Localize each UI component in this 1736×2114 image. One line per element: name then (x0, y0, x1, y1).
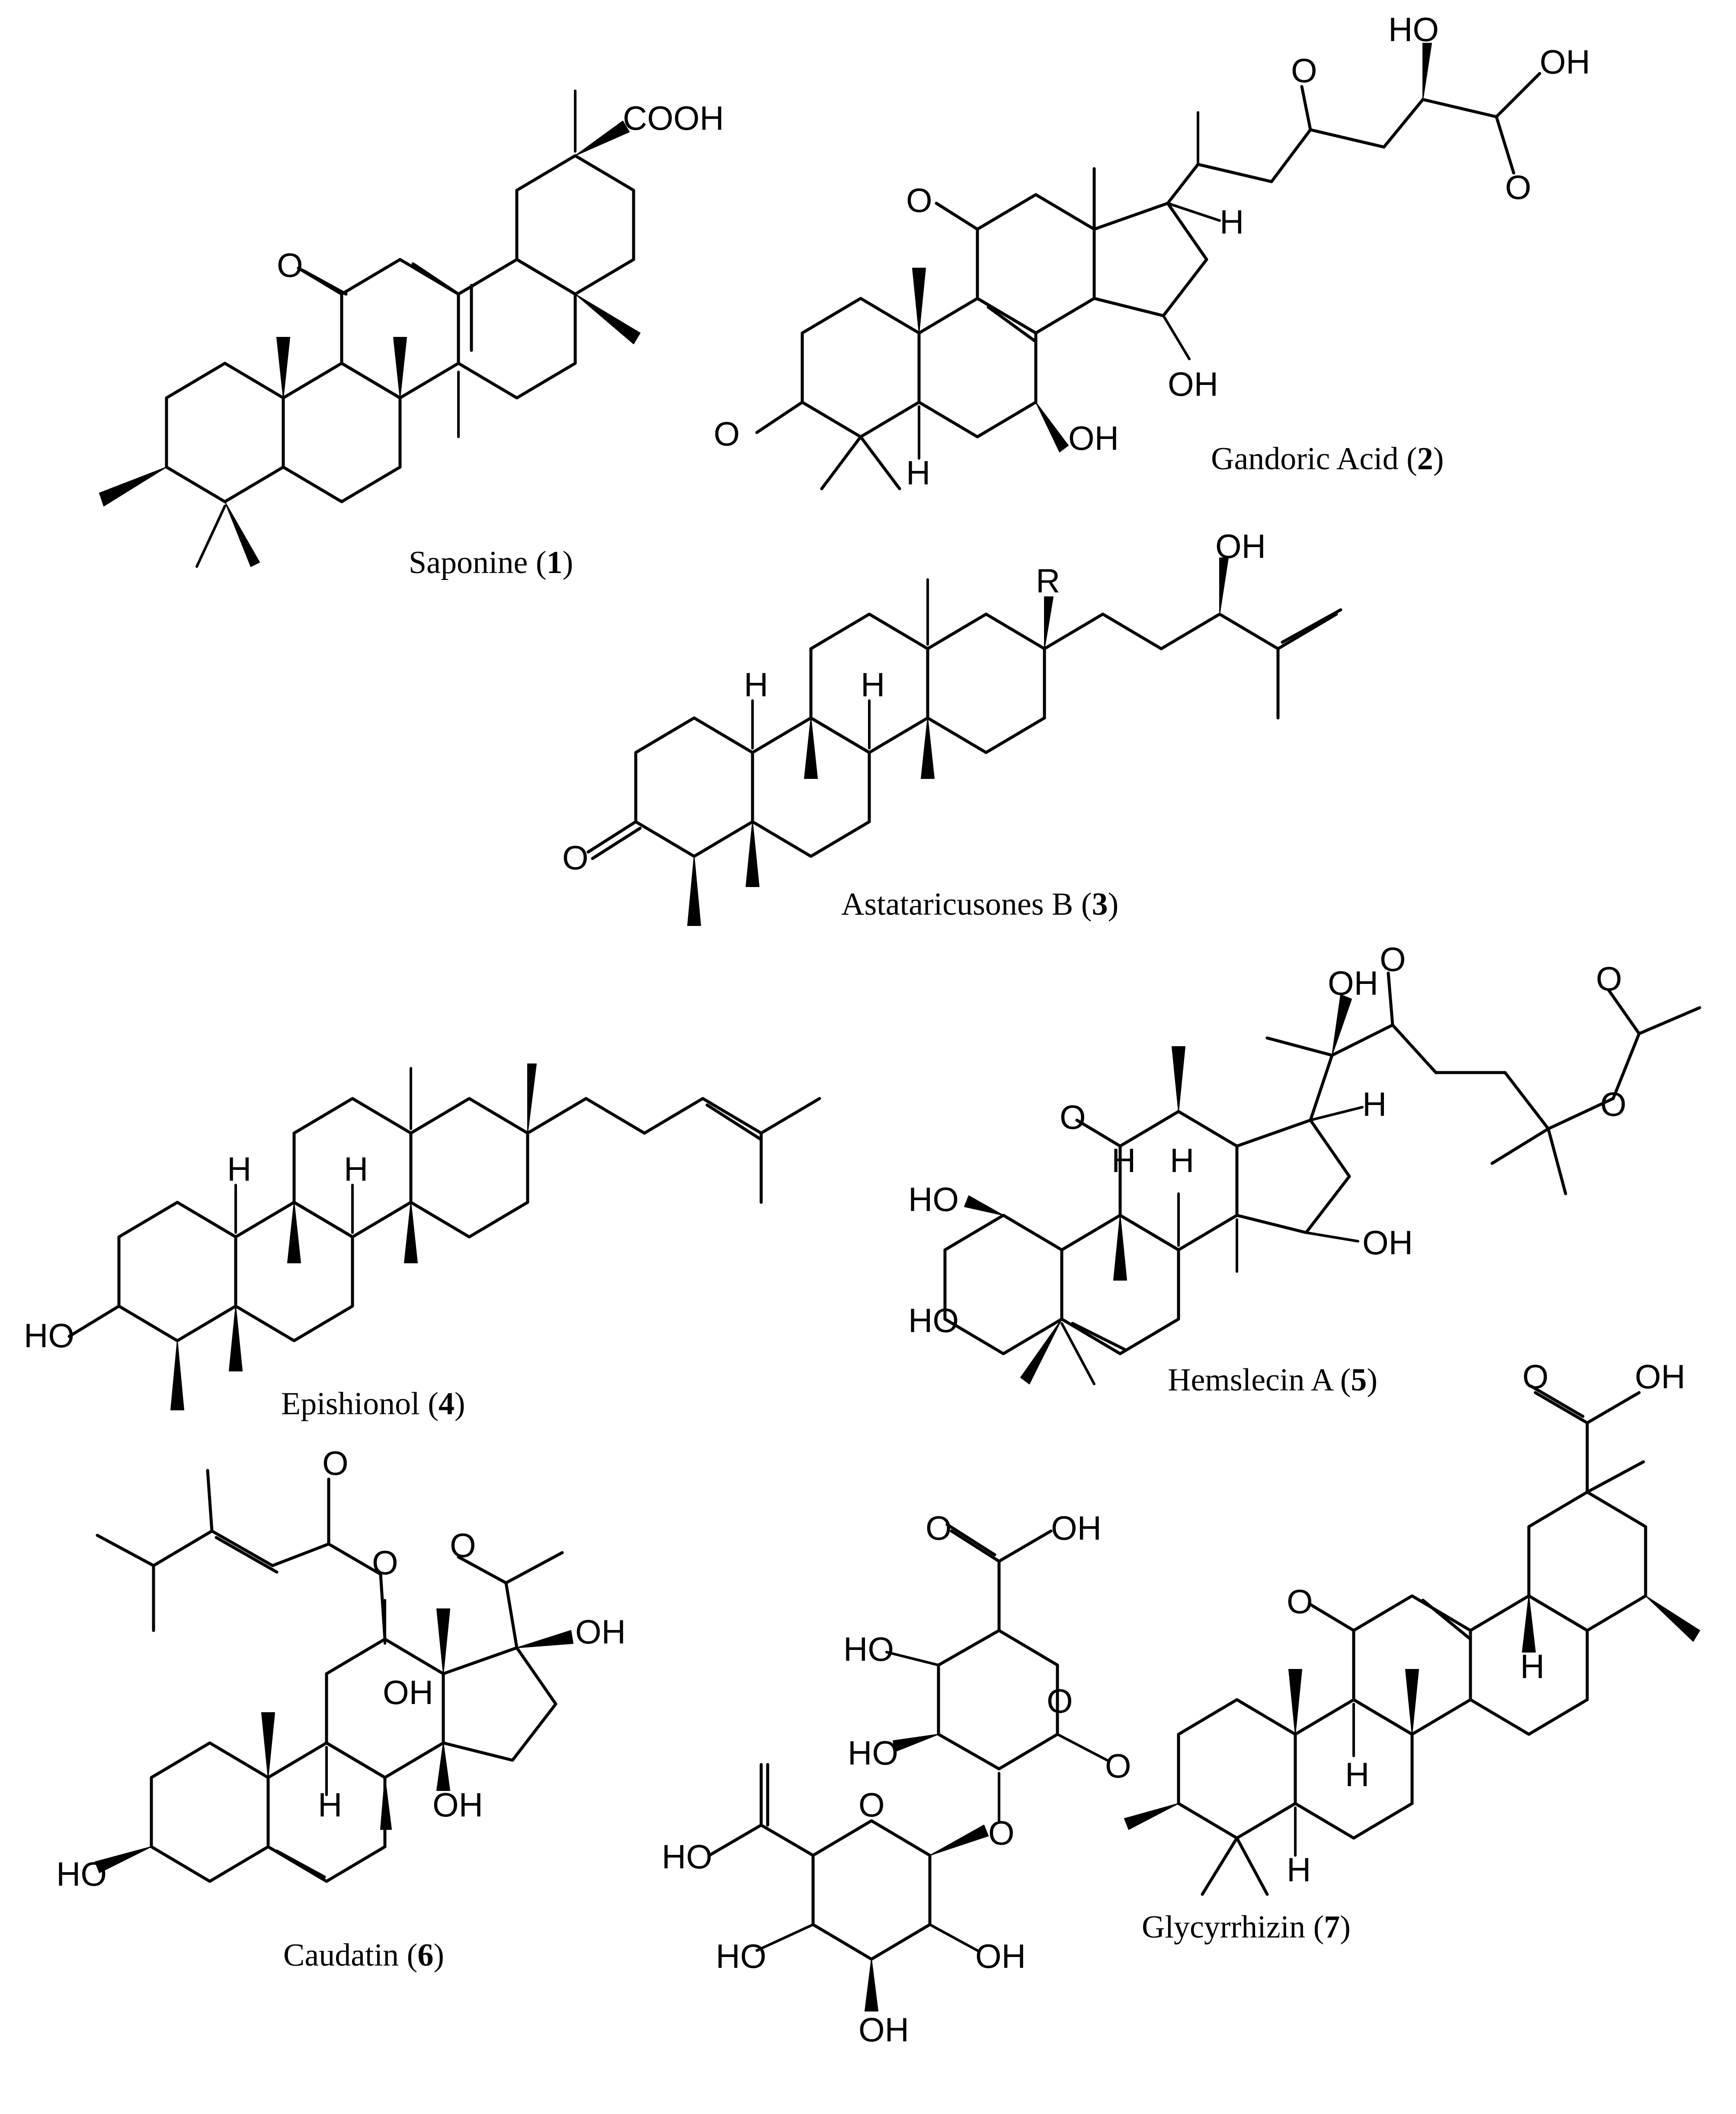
compound-3-caption: Astataricusones B (3) (841, 887, 1118, 922)
caudatin-o-acetyl-label: O (450, 1526, 476, 1564)
hemslecin-oh-top-label: OH (1328, 964, 1378, 1002)
glycyrrhizin-oh-acid-a-label: OH (1051, 1509, 1102, 1547)
structure-saponine: COOH O Saponine (1) (99, 90, 724, 580)
hemslecin-h8-label: H (1170, 1141, 1194, 1179)
hemslecin-h17-label: H (1362, 1085, 1387, 1123)
compound-4-caption: Epishionol (4) (281, 1386, 465, 1422)
glycyrrhizin-h9-label: H (1345, 1755, 1369, 1794)
gandoric-h5-label: H (906, 454, 930, 492)
gandoric-o-ring-label: O (906, 181, 932, 219)
saponine-cooh-label: COOH (623, 99, 724, 137)
compound-2-caption: Gandoric Acid (2) (1211, 441, 1444, 477)
gandoric-oh7-label: OH (1068, 419, 1119, 457)
glycyrrhizin-h18-label: H (1520, 1647, 1544, 1685)
glycyrrhizin-o-glyco-label: O (988, 1814, 1015, 1852)
hemslecin-o-ester-label: O (1600, 1085, 1627, 1123)
glycyrrhizin-o-ring-b-label: O (858, 1786, 885, 1824)
hemslecin-o-acetyl-label: O (1596, 960, 1622, 998)
compound-1-caption: Saponine (1) (409, 545, 573, 580)
compound-7-caption: Glycyrrhizin (7) (1142, 1909, 1351, 1945)
gandoric-o-acid-label: O (1505, 168, 1531, 206)
structure-hemslecin-a: OH O O O O H H H OH HO HO Hemslecin A (5… (908, 940, 1701, 1398)
structure-astataricusones-b: R OH H H O Astataricusones B (3) (562, 527, 1342, 926)
compound-5-caption: Hemslecin A (5) (1168, 1362, 1377, 1398)
glycyrrhizin-o-link-label: O (1105, 1747, 1131, 1785)
glycyrrhizin-o-acid-c-label: O (1522, 1358, 1549, 1396)
epishionol-h-a-label: H (227, 1150, 251, 1188)
hemslecin-oh16-label: OH (1362, 1224, 1413, 1262)
caudatin-h9-label: H (318, 1786, 342, 1824)
astataricusones-h-a-label: H (744, 666, 768, 704)
caudatin-o-ester-c-label: O (322, 1444, 349, 1482)
structure-caudatin: O O O OH OH H OH HO Caudatin (6) (56, 1444, 626, 1973)
epishionol-ho-label: HO (24, 1316, 74, 1355)
glycyrrhizin-ho-b2-label: HO (716, 1937, 766, 1975)
hemslecin-o-top-label: O (1380, 940, 1406, 978)
gandoric-o-side-label: O (1291, 51, 1317, 90)
glycyrrhizin-ho-b-label: HO (662, 1838, 712, 1876)
astataricusones-o-label: O (562, 839, 589, 877)
glycyrrhizin-oh-acid-c-label: OH (1635, 1358, 1685, 1396)
glycyrrhizin-ho-a2-label: HO (848, 1734, 898, 1772)
caudatin-oh14-label: OH (432, 1786, 483, 1824)
gandoric-ho-side-label: HO (1388, 10, 1439, 48)
gandoric-oh-acid-label: OH (1540, 43, 1590, 81)
compound-6-caption: Caudatin (6) (283, 1938, 444, 1973)
caudatin-oh8-label: OH (383, 1673, 433, 1711)
glycyrrhizin-oh-b3-label: OH (975, 1937, 1026, 1975)
hemslecin-ho2-label: HO (908, 1180, 959, 1218)
glycyrrhizin-ho-a1-label: HO (843, 1630, 894, 1668)
glycyrrhizin-h5-label: H (1287, 1851, 1311, 1889)
saponine-ketone-o-label: O (277, 246, 303, 284)
hemslecin-h9-label: H (1111, 1141, 1136, 1179)
glycyrrhizin-oh-b4-label: OH (858, 2011, 909, 2049)
epishionol-h-b-label: H (344, 1150, 368, 1188)
caudatin-ho3-label: HO (56, 1855, 107, 1893)
glycyrrhizin-o11-label: O (1287, 1582, 1313, 1621)
hemslecin-ho3-label: HO (908, 1301, 959, 1339)
caudatin-o-ester-label: O (372, 1544, 398, 1582)
glycyrrhizin-o-acid-a-label: O (926, 1509, 952, 1547)
astataricusones-r-label: R (1036, 562, 1060, 600)
glycyrrhizin-o-ring-a-label: O (1047, 1682, 1073, 1720)
structure-glycyrrhizin: O OH O O OH HO O H H HO O O H HO O HO OH… (662, 1358, 1700, 2049)
caudatin-oh17-label: OH (575, 1613, 626, 1651)
hemslecin-o11-label: O (1060, 1098, 1086, 1136)
gandoric-h17-label: H (1220, 203, 1244, 241)
structure-epishionol: H H HO Epishionol (4) (24, 1063, 821, 1422)
astataricusones-oh-label: OH (1215, 527, 1266, 565)
gandoric-o3-label: O (714, 415, 740, 453)
structure-gandoric-acid: HO OH O O O H O H OH OH Gandoric Acid (2… (714, 10, 1590, 492)
gandoric-oh15-label: OH (1168, 365, 1218, 403)
astataricusones-h-b-label: H (861, 666, 885, 704)
